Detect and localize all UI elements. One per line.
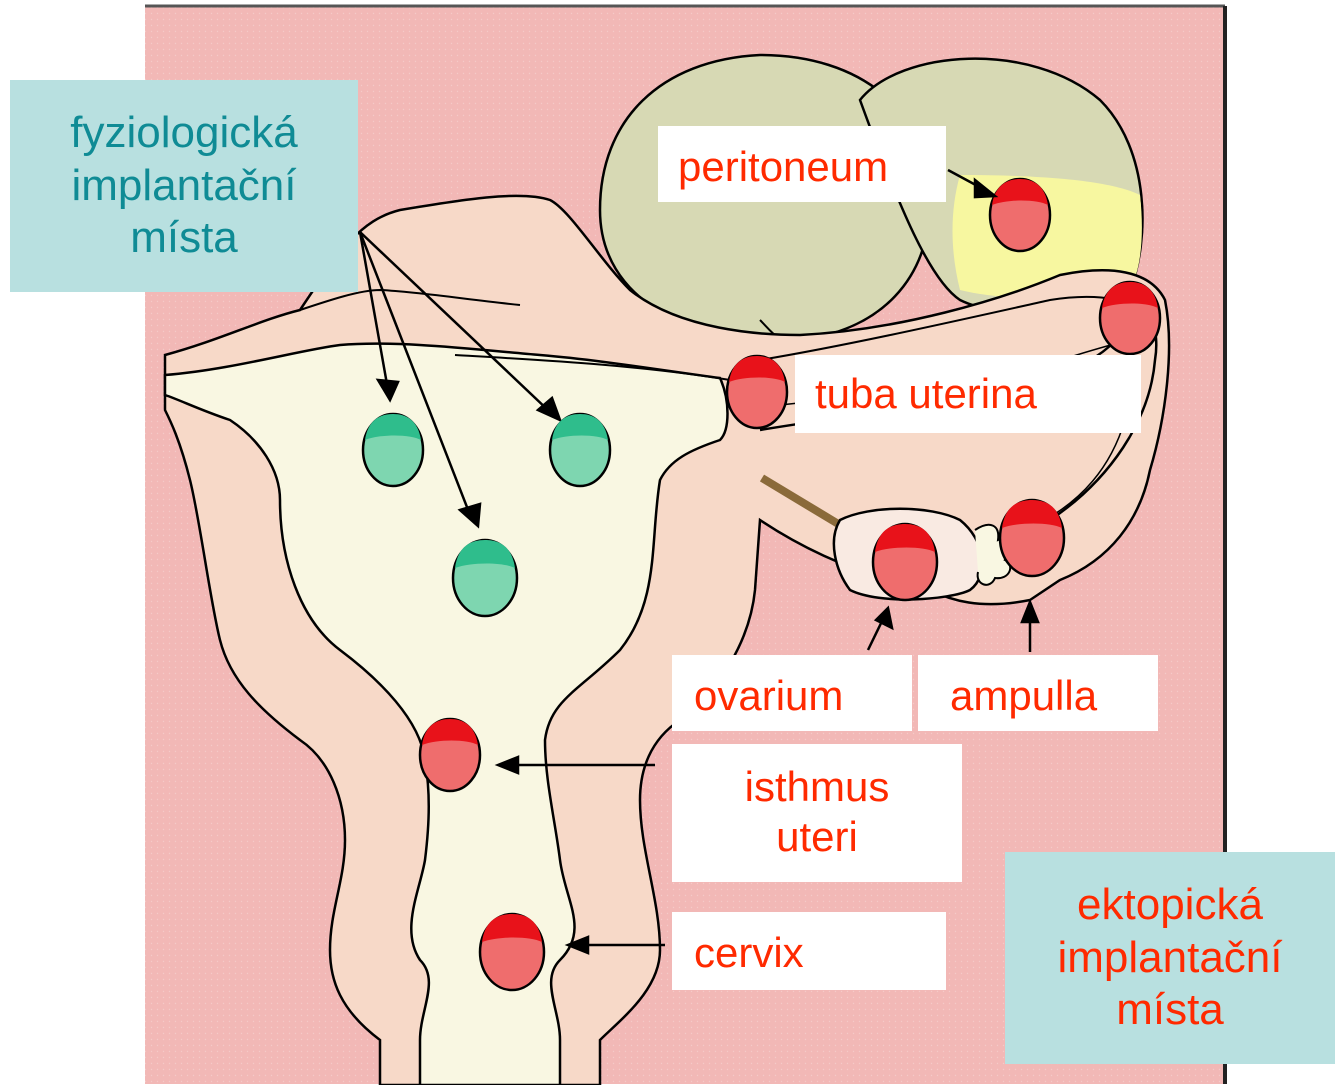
label-isthmus-line-1: isthmus (672, 762, 962, 812)
ectopic-embryo-isthmus (420, 719, 480, 791)
physio-embryo-3 (453, 540, 517, 616)
ectopic-embryo-ampulla (1000, 500, 1064, 576)
legend-ecto-line-1: ektopická (1005, 879, 1335, 932)
label-ampulla: ampulla (918, 655, 1158, 731)
legend-physio-line-3: místa (10, 212, 358, 265)
physio-embryo-1 (363, 414, 423, 486)
label-isthmus-line-2: uteri (672, 812, 962, 862)
ectopic-embryo-peritoneum (990, 179, 1050, 251)
ectopic-embryo-cervix (480, 914, 544, 990)
physio-embryo-2 (550, 414, 610, 486)
label-ovarium: ovarium (672, 655, 912, 731)
label-isthmus-uteri: isthmus uteri (672, 744, 962, 882)
ectopic-embryo-tube-distal (1100, 282, 1160, 354)
label-tuba-uterina: tuba uterina (795, 355, 1141, 433)
physiological-sites-legend: fyziologická implantační místa (10, 80, 358, 292)
ectopic-embryo-ovarium (873, 524, 937, 600)
legend-ecto-line-3: místa (1005, 984, 1335, 1037)
ectopic-embryo-tuba-uterina (727, 356, 787, 428)
ectopic-sites-legend: ektopická implantační místa (1005, 852, 1335, 1064)
legend-ecto-line-2: implantační (1005, 932, 1335, 985)
legend-physio-line-1: fyziologická (10, 107, 358, 160)
label-cervix: cervix (672, 912, 946, 990)
label-peritoneum: peritoneum (658, 126, 946, 202)
legend-physio-line-2: implantační (10, 160, 358, 213)
